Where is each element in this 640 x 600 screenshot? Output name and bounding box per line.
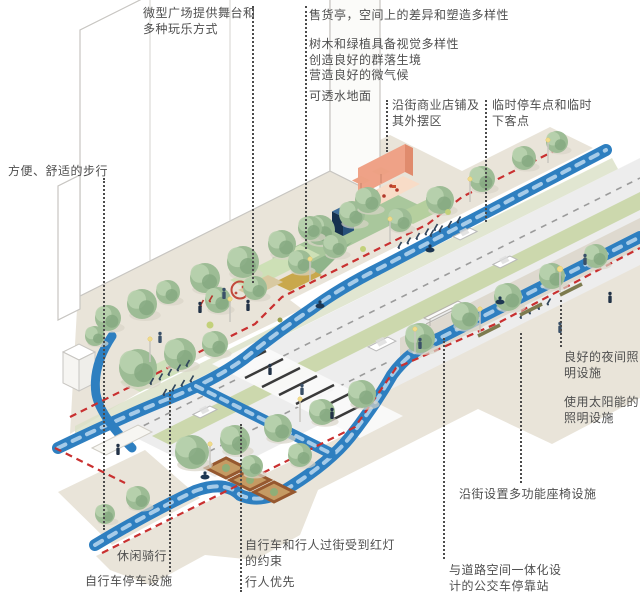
annotation-leisure-cycling: 休闲骑行 [117,549,168,563]
annotation-crossing-red-light: 自行车和行人过街受到红灯的约束 [245,538,396,568]
leader-line-bus-stop [443,338,445,559]
annotation-bus-stop: 与道路空间一体化设计的公交车停靠站 [449,563,562,593]
annotation-street-seats: 沿街设置多功能座椅设施 [459,487,597,501]
bike-lanes [52,144,640,551]
annotation-comfort-walking: 方便、舒适的步行 [8,164,109,178]
annotation-solar-lighting: 使用太阳能的照明设施 [564,395,640,425]
annotation-greenery: 树木和绿植具备视觉多样性创造良好的群落生境营造良好的微气候 [309,37,460,83]
leader-line-street-seats [520,333,522,483]
leader-line-bike-parking [169,390,171,572]
leader-line-comfort-walking [103,178,105,530]
small-kiosk-box [61,343,97,392]
annotation-kiosk: 售货亭，空间上的差异和塑造多样性 [309,8,510,22]
leader-line-micro-plaza [252,6,254,283]
zebra-crossing [212,342,403,438]
leader-line-kiosk [305,6,307,249]
upper-plaza [70,127,593,434]
annotation-pedestrian-priority: 行人优先 [245,575,296,589]
annotation-night-lighting: 良好的夜间照明设施 [564,350,640,380]
leader-line-street-shops [386,100,388,152]
plaza-bike-link [90,331,137,453]
lane-dash-1 [132,177,640,432]
umbrella-icon [352,167,390,192]
corner-path [90,424,154,456]
verge-strip [75,158,618,440]
annotation-bike-parking: 自行车停车设施 [85,574,173,588]
annotation-micro-plaza: 微型广场提供舞台和多种玩乐方式 [143,6,256,36]
leader-line-night-lighting [560,300,562,347]
annotation-temp-parking: 临时停车点和临时下客点 [492,98,593,128]
leader-line-temp-parking [485,100,487,222]
buildings [57,0,381,321]
annotation-street-shops: 沿街商业店铺及其外摆区 [392,98,480,128]
annotation-permeable-ground: 可透水地面 [309,89,372,103]
leader-line-crossing-red-light [240,424,242,592]
